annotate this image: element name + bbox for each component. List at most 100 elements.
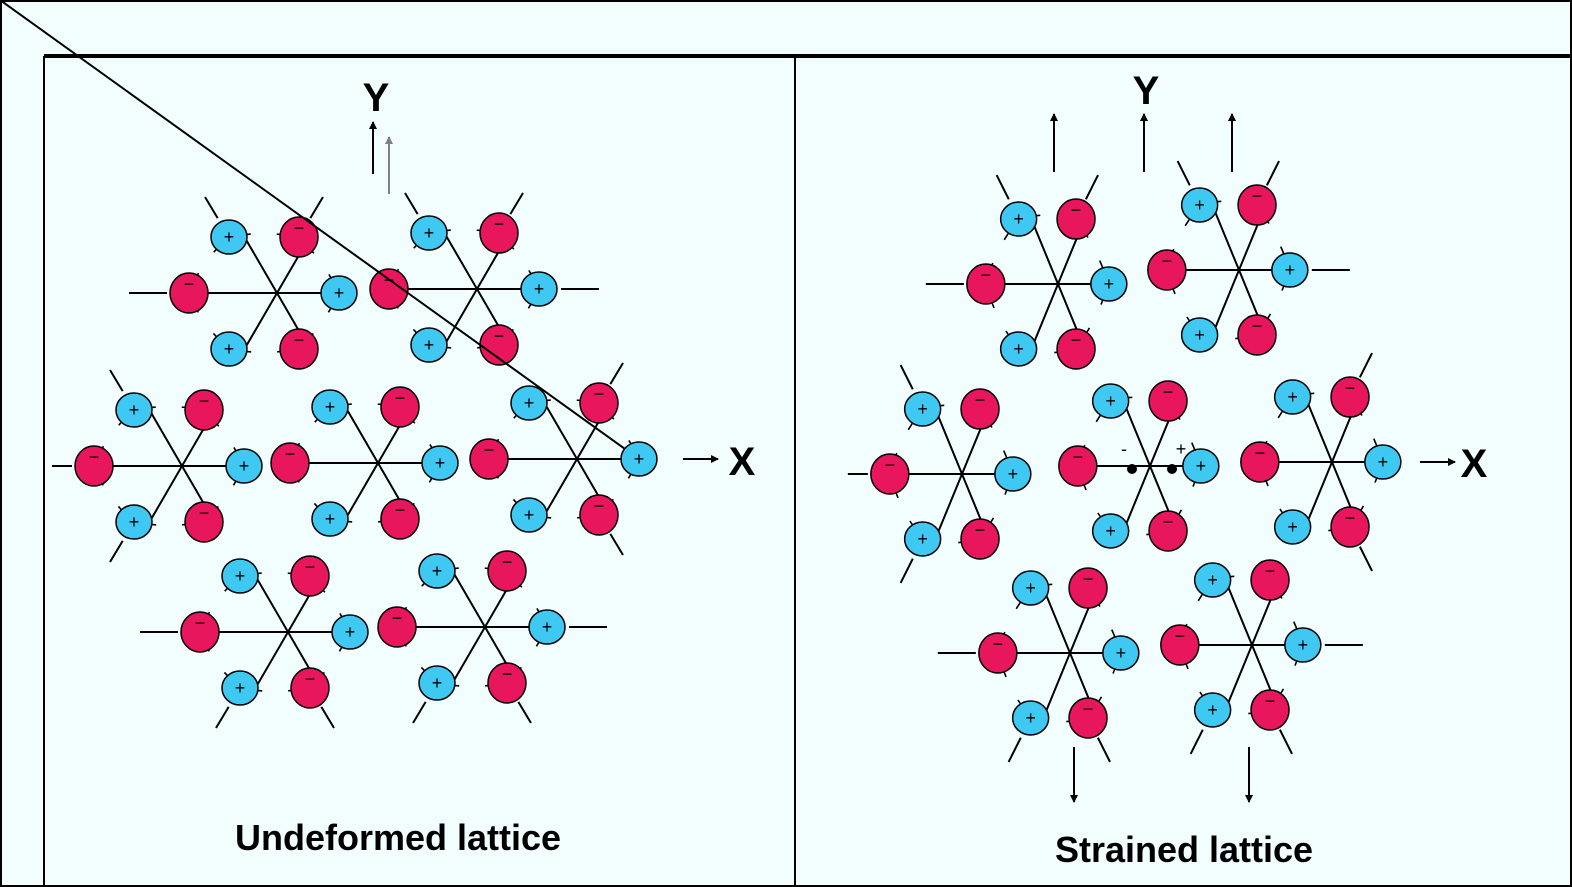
positive-ion-body [510,385,548,421]
plus-sign: + [524,505,535,525]
plus-sign: + [917,399,928,419]
positive-ion-body [221,670,259,706]
negative-ion-body [487,550,527,592]
negative-ion-body [169,272,209,314]
positive-ion: + [528,609,566,645]
bond-stub [1084,174,1099,200]
bond-stub [0,0,640,460]
plus-sign: + [129,400,140,420]
positive-ion: + [1011,700,1050,736]
bond-stub [899,558,914,584]
negative-ion: − [290,555,330,597]
positive-ion-body [903,521,942,557]
minus-sign: − [305,669,316,689]
negative-ion-body [270,442,310,484]
minus-sign: − [1163,382,1174,402]
positive-ion-body [311,501,349,537]
negative-ion: − [169,272,209,314]
plus-sign: + [424,223,435,243]
positive-ion-body [1364,444,1402,480]
bond-stub [1358,352,1373,378]
minus-sign: − [1175,626,1186,646]
negative-ion: − [960,518,1000,560]
positive-ion: + [210,331,248,367]
negative-ion: − [1148,380,1188,422]
minus-sign: − [484,440,495,460]
positive-ion-body [1091,513,1130,549]
positive-ion: + [225,448,263,484]
y-axis-label-undeformed: Y [363,76,390,120]
plus-sign: + [235,678,246,698]
plus-sign: + [224,227,235,247]
positive-ion: + [418,665,456,701]
minus-sign: − [1252,186,1263,206]
negative-ion-body [978,632,1018,674]
negative-ion-body [1250,689,1290,731]
lattice-cell: +−+−+− [1058,380,1220,552]
positive-ion: + [903,391,942,427]
negative-ion: − [290,667,330,709]
negative-ion-body [1068,567,1108,609]
lattice-cell: +−+−+− [270,386,459,540]
negative-ion-body [369,268,409,310]
positive-ion: + [999,201,1038,237]
negative-ion-body [1237,314,1277,356]
negative-ion-body [1330,376,1370,418]
negative-ion-body [1148,510,1188,552]
plus-sign: + [334,283,345,303]
minus-sign: − [1163,512,1174,532]
bond-stub [1265,160,1280,186]
negative-ion: − [380,498,420,540]
lattice-cell: +−+−+− [129,196,358,370]
negative-ion: − [966,263,1006,305]
positive-ion: + [1193,562,1232,598]
bond-stub [1358,546,1373,572]
x-axis-label-strained: X [1461,442,1488,486]
negative-ion-body [487,662,527,704]
negative-ion: − [487,550,527,592]
minus-sign: − [993,634,1004,654]
negative-ion: − [1068,697,1108,739]
negative-ion: − [1056,198,1096,240]
positive-ion: + [510,385,548,421]
lattice-cell: +−+−+− [1240,352,1402,572]
negative-ion-body [380,498,420,540]
negative-ion-body [1148,380,1188,422]
plus-sign: + [1285,260,1296,280]
positive-ion-body [221,558,259,594]
negative-ion-body [184,501,224,543]
positive-ion: + [210,219,248,255]
lattice-cell: +−+−+− [1160,559,1363,755]
negative-ion-body [1160,624,1200,666]
negative-ion: − [1330,376,1370,418]
positive-ion: + [903,521,942,557]
negative-ion-body [290,667,330,709]
positive-ion-body [1180,317,1219,353]
negative-ion-body [1250,559,1290,601]
plus-sign: + [1013,339,1024,359]
positive-ion-body [1091,383,1130,419]
negative-ion: − [978,632,1018,674]
lattice-cell: +−+−+− [140,555,369,729]
minus-sign: − [294,330,305,350]
negative-ion: − [184,389,224,431]
plus-sign: + [634,449,645,469]
bond-stub [899,364,914,390]
minus-sign: − [1162,251,1173,271]
positive-ion: + [1090,266,1128,302]
dipole-positive-centre [1167,464,1177,474]
minus-sign: − [1083,699,1094,719]
bond-stub [609,362,624,385]
plus-sign: + [325,397,336,417]
negative-ion-body [960,388,1000,430]
positive-ion-body [1102,635,1140,671]
minus-sign: − [392,608,403,628]
positive-ion-body [1193,562,1232,598]
minus-sign: − [1083,569,1094,589]
negative-ion-body [1330,506,1370,548]
plus-sign: + [1287,387,1298,407]
minus-sign: − [305,557,316,577]
plus-sign: + [424,335,435,355]
positive-ion: + [1180,317,1219,353]
